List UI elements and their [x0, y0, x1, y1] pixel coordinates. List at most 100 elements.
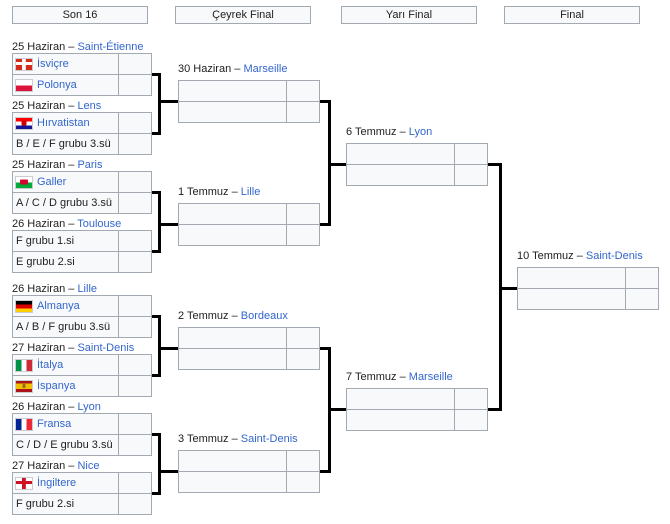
match-city-link[interactable]: Lyon — [77, 401, 101, 413]
team-link[interactable]: Polonya — [37, 79, 77, 91]
team-row — [179, 224, 319, 245]
team-row: Fransa — [13, 414, 151, 434]
match-date: 30 Haziran – Marseille — [178, 63, 320, 75]
match-city-link[interactable]: Lille — [240, 186, 261, 198]
r16-match-5: 26 Haziran – Lille Almanya A / B / F gru… — [12, 283, 152, 338]
round-header-son16: Son 16 — [12, 6, 148, 24]
flag-croatia — [16, 117, 32, 129]
team-slot-empty — [347, 144, 454, 164]
team-row: İngiltere — [13, 473, 151, 493]
group-placeholder: C / D / E grubu 3.sü — [16, 439, 113, 451]
team-row — [347, 389, 487, 409]
score-cell — [118, 355, 151, 375]
flag-poland — [16, 79, 32, 91]
team-cell: F grubu 2.si — [13, 494, 118, 514]
group-placeholder: F grubu 1.si — [16, 235, 75, 247]
match-date: 3 Temmuz – Saint-Denis — [178, 433, 320, 445]
match-city-link[interactable]: Marseille — [243, 63, 288, 75]
score-cell — [118, 172, 151, 192]
match-box — [178, 450, 320, 493]
team-slot-empty — [179, 81, 286, 101]
match-box: İngiltere F grubu 2.si — [12, 472, 152, 515]
group-placeholder: A / B / F grubu 3.sü — [16, 321, 111, 333]
r16-match-6: 27 Haziran – Saint-Denis İtalya İspanya — [12, 342, 152, 397]
match-box: F grubu 1.si E grubu 2.si — [12, 230, 152, 273]
match-city-link[interactable]: Paris — [77, 159, 103, 171]
connector-line — [488, 408, 502, 411]
team-slot-empty — [179, 472, 286, 492]
match-date-text: 26 Haziran – — [12, 401, 78, 413]
match-city-link[interactable]: Lens — [77, 100, 102, 112]
flag-wales — [16, 176, 32, 188]
match-date-text: 10 Temmuz – — [517, 250, 586, 262]
match-date: 27 Haziran – Saint-Denis — [12, 342, 152, 354]
connector-line — [331, 408, 346, 411]
connector-line — [161, 223, 178, 226]
match-city-link[interactable]: Lyon — [408, 126, 433, 138]
team-row: Polonya — [13, 74, 151, 95]
match-city-link[interactable]: Saint-Denis — [585, 250, 643, 262]
match-city-link[interactable]: Saint-Denis — [240, 433, 298, 445]
team-link[interactable]: Galler — [37, 176, 67, 188]
team-link[interactable]: İngiltere — [37, 477, 77, 489]
round-header-ceyrek-final: Çeyrek Final — [175, 6, 311, 24]
score-cell — [286, 102, 319, 122]
match-city-link[interactable]: Marseille — [408, 371, 453, 383]
connector-line — [158, 191, 161, 253]
team-cell: İngiltere — [13, 473, 118, 493]
connector-line — [331, 163, 346, 166]
team-row — [518, 268, 658, 288]
match-box: Almanya A / B / F grubu 3.sü — [12, 295, 152, 338]
score-cell — [286, 349, 319, 369]
connector-line — [152, 132, 161, 135]
team-row — [179, 204, 319, 224]
team-link[interactable]: Hırvatistan — [37, 117, 90, 129]
match-date-text: 6 Temmuz – — [346, 126, 409, 138]
match-city-link[interactable]: Toulouse — [77, 218, 122, 230]
team-link[interactable]: Almanya — [37, 300, 80, 312]
match-date: 25 Haziran – Saint-Étienne — [12, 41, 152, 53]
score-cell — [118, 193, 151, 213]
team-link[interactable]: Fransa — [37, 418, 72, 430]
connector-line — [328, 347, 331, 473]
team-link[interactable]: İtalya — [37, 359, 64, 371]
match-box: Fransa C / D / E grubu 3.sü — [12, 413, 152, 456]
match-city-link[interactable]: Saint-Denis — [77, 342, 135, 354]
match-box — [517, 267, 659, 310]
team-link[interactable]: İsviçre — [37, 58, 69, 70]
match-date: 7 Temmuz – Marseille — [346, 371, 488, 383]
group-placeholder: B / E / F grubu 3.sü — [16, 138, 111, 150]
team-row — [179, 451, 319, 471]
score-cell — [118, 473, 151, 493]
connector-line — [320, 223, 331, 226]
team-link[interactable]: İspanya — [37, 380, 76, 392]
match-city-link[interactable]: Bordeaux — [240, 310, 288, 322]
team-cell: Hırvatistan — [13, 113, 118, 133]
match-date-text: 7 Temmuz – — [346, 371, 409, 383]
match-box: Galler A / C / D grubu 3.sü — [12, 171, 152, 214]
group-placeholder: E grubu 2.si — [16, 256, 75, 268]
connector-line — [320, 470, 331, 473]
team-slot-empty — [347, 165, 454, 185]
match-box: Hırvatistan B / E / F grubu 3.sü — [12, 112, 152, 155]
team-slot-empty — [179, 225, 286, 245]
team-row — [179, 328, 319, 348]
match-date: 26 Haziran – Toulouse — [12, 218, 152, 230]
score-cell — [118, 414, 151, 434]
sf-match-1: 6 Temmuz – Lyon — [346, 126, 488, 186]
connector-line — [158, 315, 161, 377]
match-city-link[interactable]: Nice — [77, 460, 100, 472]
match-city-link[interactable]: Saint-Étienne — [77, 41, 144, 53]
score-cell — [118, 113, 151, 133]
team-row — [347, 164, 487, 185]
match-date: 27 Haziran – Nice — [12, 460, 152, 472]
r16-match-8: 27 Haziran – Nice İngiltere F grubu 2.si — [12, 460, 152, 515]
score-cell — [118, 494, 151, 514]
team-row: Galler — [13, 172, 151, 192]
match-city-link[interactable]: Lille — [77, 283, 98, 295]
team-row: C / D / E grubu 3.sü — [13, 434, 151, 455]
match-date-text: 25 Haziran – — [12, 41, 78, 53]
team-cell: E grubu 2.si — [13, 252, 118, 272]
match-box — [346, 388, 488, 431]
